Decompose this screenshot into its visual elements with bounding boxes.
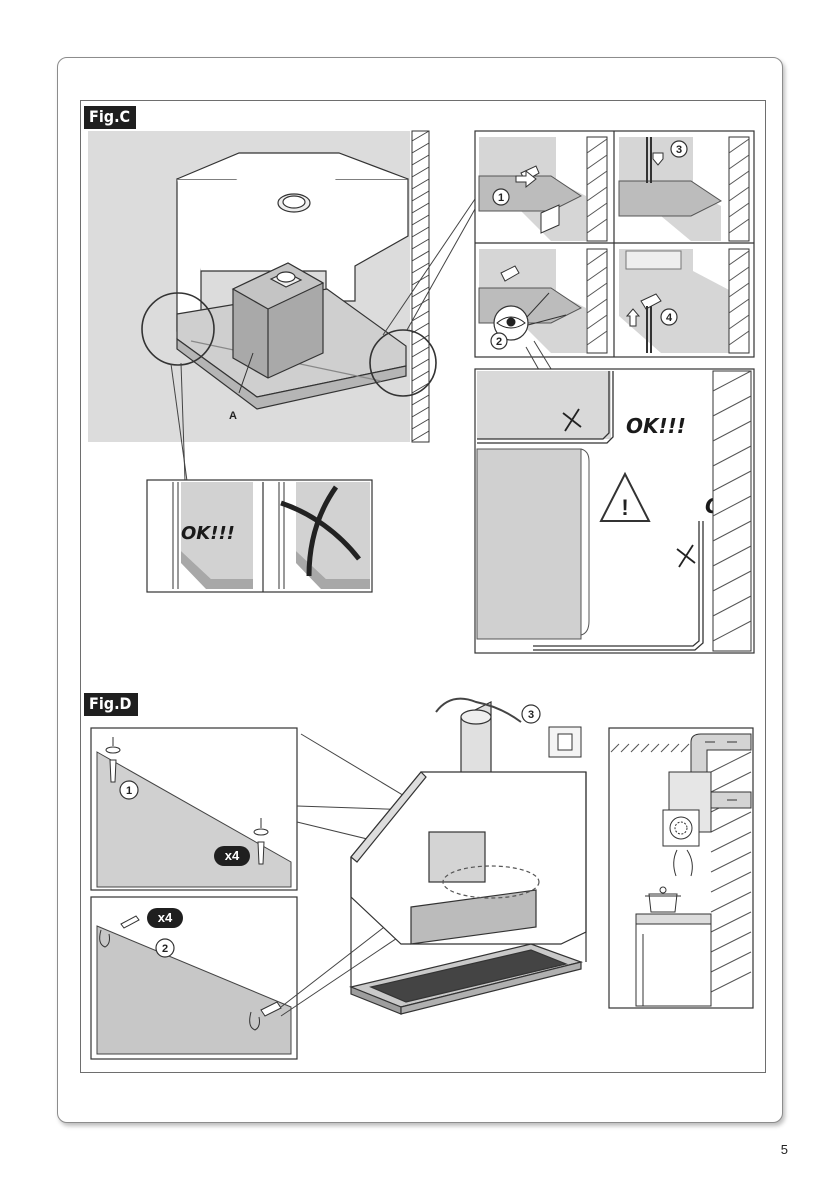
warning-detail: OK!!! OK! ! [475, 369, 754, 653]
figure-c-drawing: A OK!!! [81, 101, 765, 683]
step-4-marker: 4 [661, 309, 677, 325]
quantity-badge-bottom: x4 [147, 908, 183, 928]
quantity-badge-top: x4 [214, 846, 250, 866]
step-2-marker: 2 [491, 333, 507, 349]
svg-text:2: 2 [162, 943, 168, 955]
svg-text:1: 1 [498, 192, 504, 204]
fan-icon [663, 810, 699, 846]
figure-d-drawing: 1 x4 x4 2 [81, 682, 765, 1072]
detail-screws-bottom: x4 2 [91, 897, 297, 1059]
kitchen-duct-detail [609, 728, 753, 1008]
detail-screws-top: 1 x4 [91, 728, 297, 890]
detail-step-grid: 1 3 2 [475, 131, 754, 357]
step-1-marker: 1 [120, 781, 138, 799]
figure-c-panel: Fig.C [80, 100, 766, 684]
svg-text:1: 1 [126, 785, 132, 797]
svg-text:3: 3 [676, 144, 682, 156]
svg-text:2: 2 [496, 336, 502, 348]
step-3-marker: 3 [671, 141, 687, 157]
page-number: 5 [781, 1142, 788, 1157]
svg-text:x4: x4 [225, 848, 240, 863]
step-2-marker: 2 [156, 939, 174, 957]
step-3-marker: 3 [522, 705, 540, 723]
label-a: A [229, 410, 237, 422]
figure-d-panel: Fig.D 1 x4 [80, 682, 766, 1073]
ok-callout-left: OK!!! [181, 523, 235, 544]
svg-text:4: 4 [666, 312, 673, 324]
step-1-marker: 1 [493, 189, 509, 205]
svg-text:!: ! [621, 495, 628, 520]
wall-socket [549, 727, 581, 757]
wall-hatch [412, 131, 429, 442]
detail-left-pair: OK!!! [147, 480, 372, 592]
svg-text:3: 3 [528, 709, 534, 721]
svg-text:x4: x4 [158, 910, 173, 925]
ok-callout-top: OK!!! [626, 414, 686, 438]
